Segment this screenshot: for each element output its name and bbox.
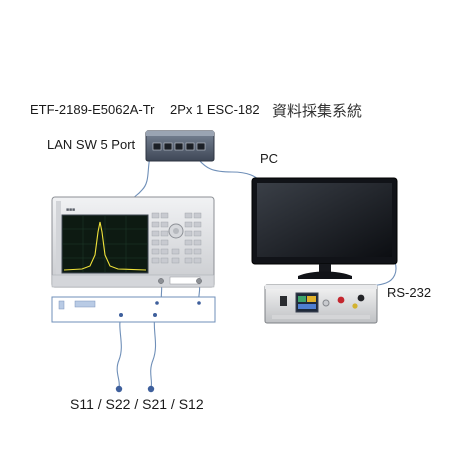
rs232-label: RS-232 (387, 285, 432, 300)
cable-port-2 (150, 313, 157, 389)
title-model: ETF-2189-E5062A-Tr (30, 102, 155, 117)
controller-display (295, 292, 319, 313)
ports-label: S11 / S22 / S21 / S12 (70, 396, 204, 412)
cable-switch-analyzer (131, 156, 151, 201)
title-system: 資料採集系統 (272, 102, 363, 120)
svg-text:■■■: ■■■ (66, 207, 75, 213)
analyzer-keypad (151, 212, 202, 264)
pc-label: PC (260, 151, 279, 166)
lan-switch-label: LAN SW 5 Port (47, 137, 136, 152)
network-switch (145, 130, 215, 162)
controller-terminal-red (337, 296, 345, 304)
title-config: 2Px 1 ESC-182 (170, 102, 260, 117)
cable-port-1 (116, 313, 122, 389)
controller-terminal-black (357, 294, 365, 302)
port-dot-2 (147, 385, 155, 393)
switch-ports (152, 142, 206, 151)
controller-terminal-yellow (352, 303, 358, 309)
analyzer-trace (63, 221, 147, 271)
port-dot-1 (115, 385, 123, 393)
monitor-screen (257, 183, 392, 257)
analyzer-port-1 (158, 278, 164, 284)
analyzer-port-2 (196, 278, 202, 284)
test-controller (264, 284, 378, 324)
computer-monitor (251, 177, 398, 279)
network-analyzer: ■■■ (51, 196, 215, 288)
switch-fixture-box (51, 296, 216, 323)
